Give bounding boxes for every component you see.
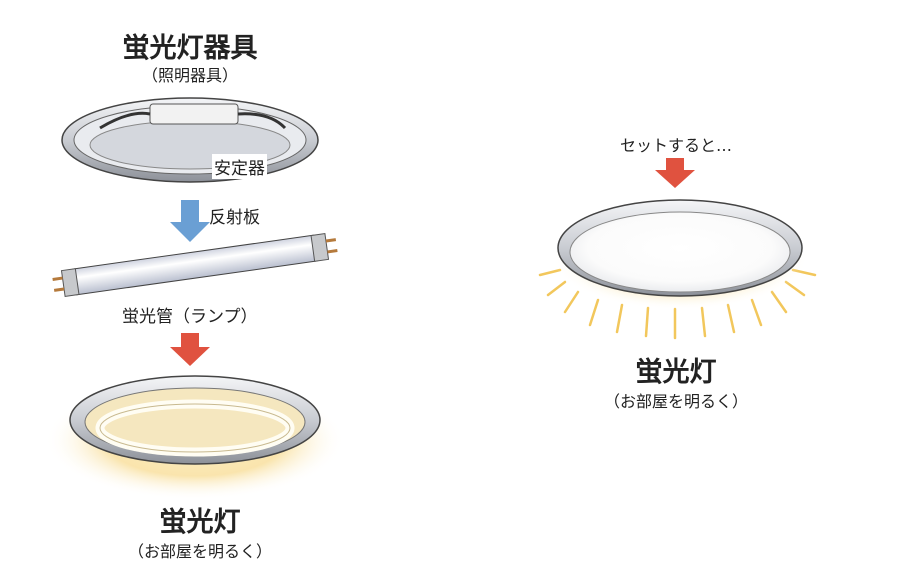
red-arrow-icon — [170, 333, 210, 366]
blue-arrow-icon — [170, 200, 210, 242]
set-caption: セットすると… — [619, 136, 733, 155]
ballast — [149, 103, 239, 125]
fixture-title: 蛍光灯器具 — [122, 33, 258, 64]
tube-label: 蛍光管（ランプ） — [122, 307, 258, 327]
fixture-with-ballast — [61, 97, 319, 183]
fixture-subtitle: （照明器具） — [141, 66, 239, 85]
result-title-left: 蛍光灯 — [159, 507, 241, 538]
ballast-label: 安定器 — [212, 154, 267, 179]
reflector-label: 反射板 — [209, 208, 260, 228]
result-subtitle-left: （お部屋を明るく） — [127, 542, 273, 561]
result-subtitle-right: （お部屋を明るく） — [603, 392, 749, 411]
lit-fixture-open — [45, 375, 345, 500]
lit-fixture-covered — [552, 199, 808, 310]
result-title-right: 蛍光灯 — [635, 357, 717, 388]
red-arrow-icon — [655, 158, 695, 188]
fluorescent-tube — [52, 233, 338, 297]
